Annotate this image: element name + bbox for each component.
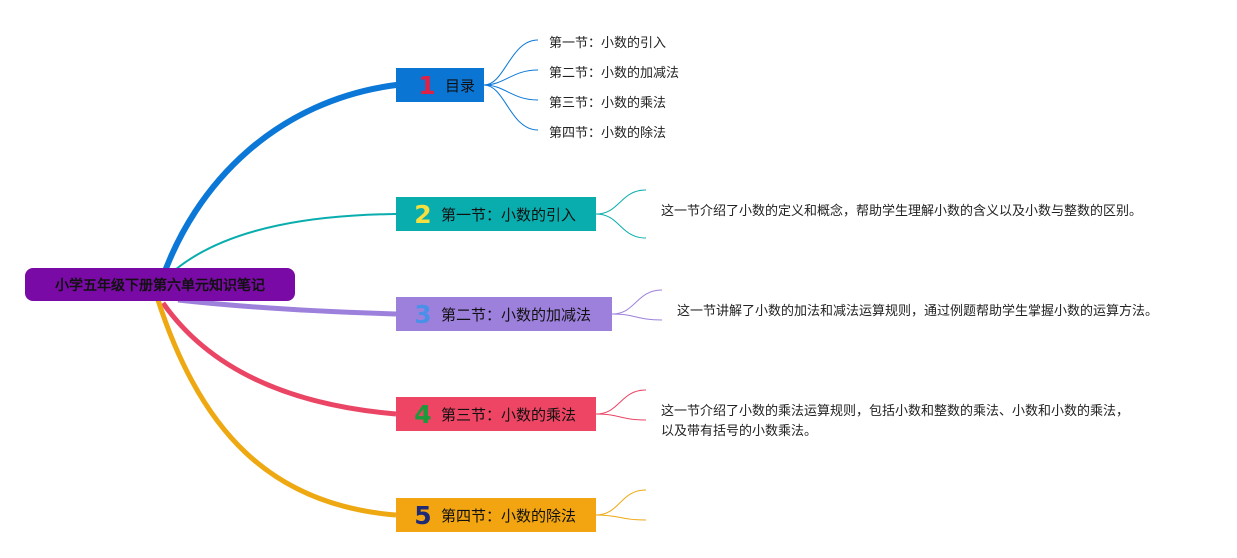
- section-2-leaf-connectors: [611, 289, 663, 321]
- branch-section-4[interactable]: 5 第四节：小数的除法: [396, 498, 596, 532]
- connector-root-to-section-2: [177, 297, 397, 317]
- toc-item-4[interactable]: 第四节：小数的除法: [549, 126, 667, 141]
- toc-leaf-connectors: [483, 39, 539, 131]
- branch-section-1-label: 第一节：小数的引入: [441, 205, 577, 224]
- connector-root-to-section-4: [155, 299, 397, 518]
- root-label: 小学五年级下册第六单元知识笔记: [55, 277, 265, 294]
- branch-section-3-label: 第三节：小数的乘法: [441, 405, 577, 424]
- branch-section-2[interactable]: 3 第二节：小数的加减法: [396, 297, 612, 331]
- number-3-icon: 3: [414, 299, 432, 329]
- number-5-icon: 5: [414, 500, 432, 530]
- section-2-description: 这一节讲解了小数的加法和减法运算规则，通过例题帮助学生掌握小数的运算方法。: [677, 304, 1159, 319]
- branch-section-3[interactable]: 4 第三节：小数的乘法: [396, 397, 596, 431]
- toc-item-3[interactable]: 第三节：小数的乘法: [549, 96, 667, 111]
- section-1-description: 这一节介绍了小数的定义和概念，帮助学生理解小数的含义以及小数与整数的区别。: [661, 204, 1143, 219]
- toc-item-1[interactable]: 第一节：小数的引入: [549, 36, 667, 51]
- branch-section-1[interactable]: 2 第一节：小数的引入: [396, 197, 596, 231]
- connector-root-to-section-1: [174, 213, 397, 271]
- section-3-description: 这一节介绍了小数的乘法运算规则，包括小数和整数的乘法、小数和小数的乘法，以及带有…: [661, 404, 1130, 439]
- connector-root-to-section-3: [160, 301, 397, 417]
- section-3-leaf-connectors: [595, 389, 647, 421]
- section-4-leaf-connectors: [595, 489, 647, 521]
- branch-section-2-label: 第二节：小数的加减法: [441, 305, 592, 324]
- branch-toc[interactable]: 1 目录: [396, 68, 484, 102]
- section-1-leaf-connectors: [595, 189, 647, 239]
- number-2-icon: 2: [414, 199, 432, 229]
- connector-root-to-toc: [157, 82, 399, 288]
- toc-item-2[interactable]: 第二节：小数的加减法: [549, 66, 680, 81]
- number-1-icon: 1: [418, 70, 436, 100]
- branch-section-4-label: 第四节：小数的除法: [441, 506, 577, 525]
- number-4-icon: 4: [414, 399, 432, 429]
- branch-toc-label: 目录: [445, 76, 476, 95]
- root-node[interactable]: 小学五年级下册第六单元知识笔记: [25, 268, 295, 301]
